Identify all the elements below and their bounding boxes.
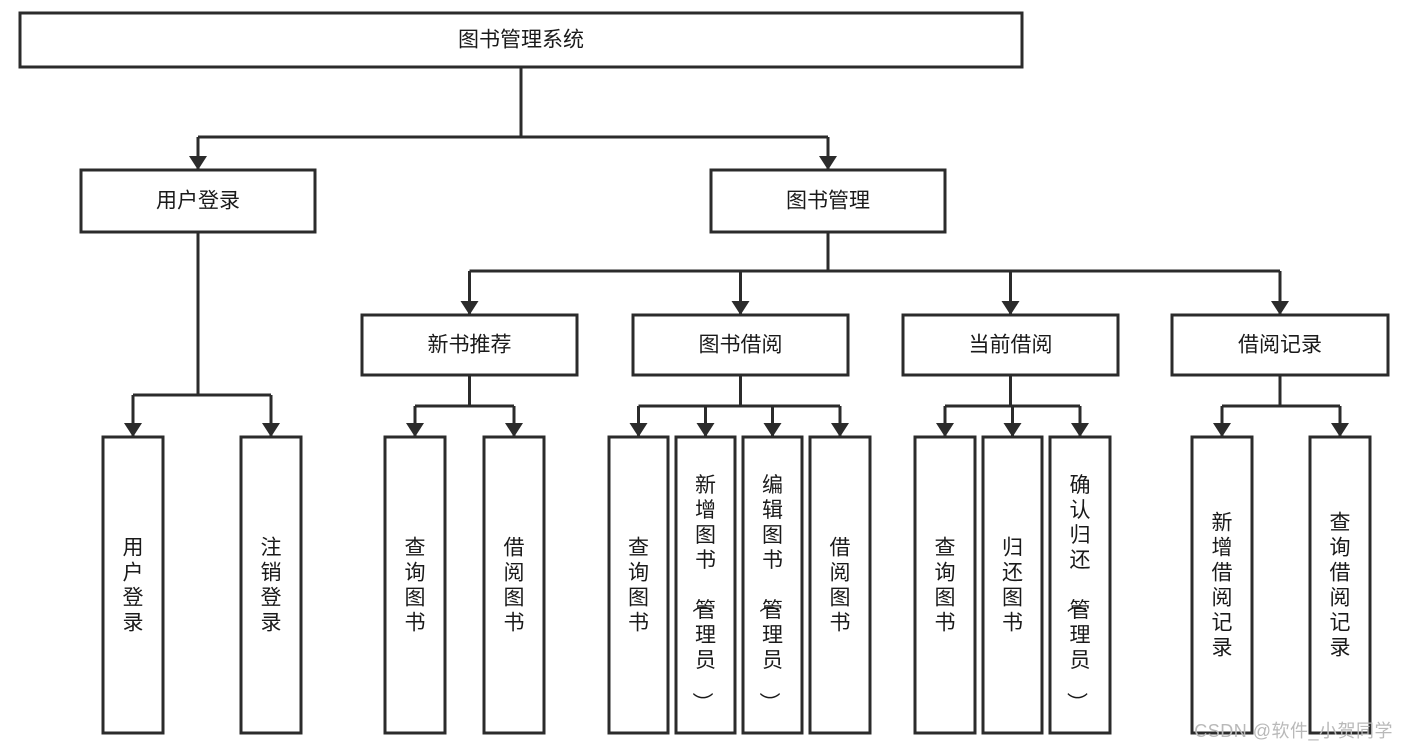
node-bookmgmt[interactable]: 图书管理 xyxy=(709,168,947,234)
arrow-head-icon xyxy=(124,423,142,437)
node-label: 用户登录 xyxy=(123,537,144,635)
node-box xyxy=(913,435,977,735)
node-box xyxy=(383,435,447,735)
node-records[interactable]: 借阅记录 xyxy=(1170,313,1390,377)
node-label: 图书借阅 xyxy=(699,334,783,357)
node-label: 借阅记录 xyxy=(1238,334,1322,357)
node-label: 用户登录 xyxy=(156,190,240,213)
node-leaf-br-edit[interactable]: 编辑图书（管理员） xyxy=(741,435,804,735)
node-box xyxy=(607,435,670,735)
node-leaf-cur-return[interactable]: 归还图书 xyxy=(981,435,1044,735)
watermark-label: CSDN @软件_小贺同学 xyxy=(1194,721,1393,741)
node-box xyxy=(239,435,303,735)
node-box xyxy=(18,11,1024,69)
edges-layer xyxy=(124,67,1349,437)
node-label: 图书管理 xyxy=(786,190,870,213)
node-newbook[interactable]: 新书推荐 xyxy=(360,313,579,377)
node-label: 确认归还（管理员） xyxy=(1065,474,1091,713)
node-leaf-new-query[interactable]: 查询图书 xyxy=(383,435,447,735)
node-leaf-user-logout[interactable]: 注销登录 xyxy=(239,435,303,735)
node-current[interactable]: 当前借阅 xyxy=(901,313,1120,377)
node-label: 当前借阅 xyxy=(969,334,1053,357)
node-label: 查询借阅记录 xyxy=(1330,512,1351,660)
arrow-head-icon xyxy=(731,301,750,315)
node-label: 注销登录 xyxy=(261,537,282,635)
node-leaf-cur-query[interactable]: 查询图书 xyxy=(913,435,977,735)
node-box xyxy=(101,435,165,735)
node-label: 借阅图书 xyxy=(504,537,525,635)
arrow-head-icon xyxy=(696,423,715,437)
arrow-head-icon xyxy=(1271,301,1289,315)
node-label: 借阅图书 xyxy=(830,537,851,635)
node-box xyxy=(1308,435,1372,735)
node-label: 编辑图书（管理员） xyxy=(757,474,783,713)
arrow-head-icon xyxy=(1003,423,1022,437)
arrow-head-icon xyxy=(460,301,479,315)
arrow-head-icon xyxy=(189,156,207,170)
node-box xyxy=(981,435,1044,735)
node-box xyxy=(360,313,579,377)
arrow-head-icon xyxy=(406,423,424,437)
node-box xyxy=(709,168,947,234)
node-box xyxy=(79,168,317,234)
node-label: 查询图书 xyxy=(935,537,956,635)
node-root[interactable]: 图书管理系统 xyxy=(18,11,1024,69)
node-label: 查询图书 xyxy=(628,537,649,635)
node-box xyxy=(631,313,850,377)
node-box xyxy=(901,313,1120,377)
nodes-layer: 图书管理系统用户登录图书管理新书推荐图书借阅当前借阅借阅记录用户登录注销登录查询… xyxy=(18,11,1390,735)
node-label: 图书管理系统 xyxy=(458,29,584,52)
arrow-head-icon xyxy=(505,423,523,437)
node-box xyxy=(741,435,804,735)
arrow-head-icon xyxy=(1071,423,1089,437)
arrow-head-icon xyxy=(1331,423,1349,437)
node-box xyxy=(1170,313,1390,377)
node-leaf-br-query[interactable]: 查询图书 xyxy=(607,435,670,735)
node-leaf-br-add[interactable]: 新增图书（管理员） xyxy=(674,435,737,735)
node-borrow[interactable]: 图书借阅 xyxy=(631,313,850,377)
arrow-head-icon xyxy=(1001,301,1020,315)
node-box xyxy=(808,435,872,735)
node-box xyxy=(482,435,546,735)
node-box xyxy=(1190,435,1254,735)
node-leaf-cur-confirm[interactable]: 确认归还（管理员） xyxy=(1048,435,1112,735)
arrow-head-icon xyxy=(819,156,837,170)
node-label: 归还图书 xyxy=(1002,537,1023,635)
arrow-head-icon xyxy=(262,423,280,437)
node-box xyxy=(1048,435,1112,735)
arrow-head-icon xyxy=(763,423,782,437)
node-leaf-br-borrow[interactable]: 借阅图书 xyxy=(808,435,872,735)
node-label: 查询图书 xyxy=(405,537,426,635)
arrow-head-icon xyxy=(629,423,648,437)
node-label: 新增借阅记录 xyxy=(1212,512,1233,660)
arrow-head-icon xyxy=(1213,423,1231,437)
arrow-head-icon xyxy=(831,423,849,437)
node-login[interactable]: 用户登录 xyxy=(79,168,317,234)
node-leaf-new-borrow[interactable]: 借阅图书 xyxy=(482,435,546,735)
node-label: 新书推荐 xyxy=(428,334,512,357)
node-leaf-rec-add[interactable]: 新增借阅记录 xyxy=(1190,435,1254,735)
node-leaf-rec-query[interactable]: 查询借阅记录 xyxy=(1308,435,1372,735)
node-label: 新增图书（管理员） xyxy=(690,474,716,713)
node-box xyxy=(674,435,737,735)
arrow-head-icon xyxy=(936,423,954,437)
node-leaf-user-login[interactable]: 用户登录 xyxy=(101,435,165,735)
